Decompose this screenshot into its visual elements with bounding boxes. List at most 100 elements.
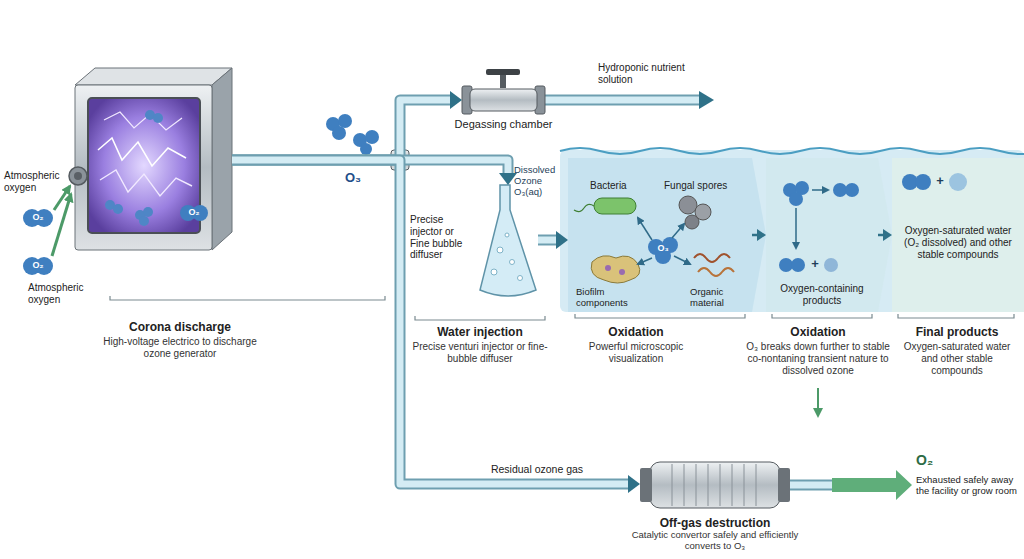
node-heading: Water injection <box>408 325 552 339</box>
label: Precise injector or Fine bubble diffuser <box>410 214 474 261</box>
breakdown-molecules-part <box>845 183 859 197</box>
generator-housing-part <box>153 113 163 123</box>
generator-housing-part <box>75 68 232 85</box>
generator-housing-part <box>74 172 82 180</box>
degassing-valve-part <box>500 74 506 88</box>
arrowhead <box>628 475 640 493</box>
generator-housing-part <box>69 167 87 185</box>
bracket-part <box>575 314 745 318</box>
node-heading: Corona discharge <box>100 320 260 334</box>
molecule-label: O₂ <box>182 207 206 218</box>
degassing-valve <box>462 69 545 114</box>
label: Dissolved Ozone O₃(aq) <box>514 164 564 198</box>
pipe-wall <box>232 160 628 484</box>
final-products-panel: Final productsOxygen-saturated water and… <box>892 158 1024 312</box>
microbes-part <box>591 256 640 283</box>
catalytic-converter-part <box>778 468 790 502</box>
flow-arrow <box>878 229 892 241</box>
generator-housing-part <box>143 207 153 217</box>
molecule-label: O₂ <box>26 260 50 271</box>
catalytic-converter-part <box>650 462 780 508</box>
breakdown-molecules-part <box>812 189 828 191</box>
bracket-part <box>110 296 385 300</box>
ozone-molecules <box>326 114 379 155</box>
pipe-connector <box>232 91 462 160</box>
node-text: High-voltage electrico to discharge ozon… <box>100 336 260 360</box>
breakdown-molecules-part <box>949 173 967 191</box>
node-text: Oxygen-saturated water and other stable … <box>896 341 1018 376</box>
breakdown-arrow-part <box>817 388 819 416</box>
exhaust-arrow-part <box>790 480 832 491</box>
water-body-part <box>560 148 1024 154</box>
outlet-pipe-part <box>545 97 700 104</box>
ozone-molecules-part <box>365 130 379 144</box>
microbes-part <box>605 265 611 271</box>
microbes-part <box>698 268 734 276</box>
pipe-bore <box>232 100 450 160</box>
node-text: O₃ breaks down further to stable co-nont… <box>743 341 893 376</box>
pipe-connector <box>232 160 640 493</box>
node-heading: Oxidation <box>571 325 701 339</box>
generator-housing-part <box>113 204 123 214</box>
pipe-bore <box>538 237 556 244</box>
microbes-part <box>685 215 699 229</box>
node-text: Oxygen-containing products <box>772 283 872 307</box>
exhaust-arrow-part <box>832 470 912 500</box>
node-text: Oxygen-saturated water (O₂ dissolved) an… <box>898 225 1018 260</box>
breakdown-arrow <box>818 388 819 416</box>
plus-sign: + <box>933 173 947 188</box>
ozone-generator: Corona dischargeHigh-voltage electrico t… <box>75 70 232 250</box>
flow-line <box>878 234 883 237</box>
node-text: Powerful microscopic visualization <box>571 341 701 365</box>
outlet-pipe <box>545 91 714 109</box>
flow-arrow <box>752 229 766 241</box>
label: Fungal spores <box>664 180 744 192</box>
breakdown-molecules-part <box>824 258 838 272</box>
pipe-wall <box>538 235 556 246</box>
degassing-valve-part <box>486 69 520 75</box>
breakdown-molecules-part <box>791 258 805 272</box>
water-body-part <box>560 150 1024 312</box>
water-body <box>560 148 1024 312</box>
atmospheric-oxygen-part <box>52 194 71 256</box>
microbes-part <box>694 254 730 262</box>
generator-housing <box>69 68 232 250</box>
microbes-part <box>574 204 594 211</box>
breakdown-molecules-part <box>915 174 931 190</box>
water-body-part <box>892 158 1024 312</box>
injector-part <box>480 185 536 296</box>
outlet-pipe-part <box>545 95 700 106</box>
generator-housing-part <box>100 170 192 196</box>
microbes-part <box>679 196 697 214</box>
label: Atmospheric oxygen <box>4 170 68 194</box>
catalytic-converter-part <box>640 468 652 502</box>
microbes-part <box>638 258 652 264</box>
microbes-part <box>674 256 690 264</box>
exhaust-arrow-part <box>790 482 832 489</box>
node-heading: Oxidation <box>743 325 893 339</box>
generator-housing-part <box>104 112 182 130</box>
injector-part <box>491 269 497 275</box>
microbes-part <box>672 224 684 238</box>
breakdown-molecules-part <box>779 258 793 272</box>
generator-housing-part <box>139 216 149 226</box>
molecule-label: O₃ <box>650 243 676 254</box>
arrowhead <box>883 229 892 241</box>
ozone-molecules-part <box>332 126 346 140</box>
node-heading: Off-gas destruction <box>625 516 805 530</box>
arrowhead <box>556 231 568 249</box>
injector <box>480 185 536 296</box>
bracket-part <box>415 316 545 320</box>
injector-part <box>505 233 509 237</box>
generator-housing-part <box>88 98 200 233</box>
microbes-part <box>594 198 636 214</box>
pipe-connector <box>538 231 568 249</box>
catalytic-converter <box>640 462 790 508</box>
ozone-molecules-part <box>338 114 352 128</box>
molecule-label: O₂ <box>916 452 946 469</box>
oxidation-panel: OxidationO₃ breaks down further to stabl… <box>766 158 878 312</box>
label: Exhausted safely away the facility or gr… <box>916 474 1018 496</box>
breakdown-molecules-part <box>833 183 847 197</box>
water-body-part <box>568 158 752 312</box>
